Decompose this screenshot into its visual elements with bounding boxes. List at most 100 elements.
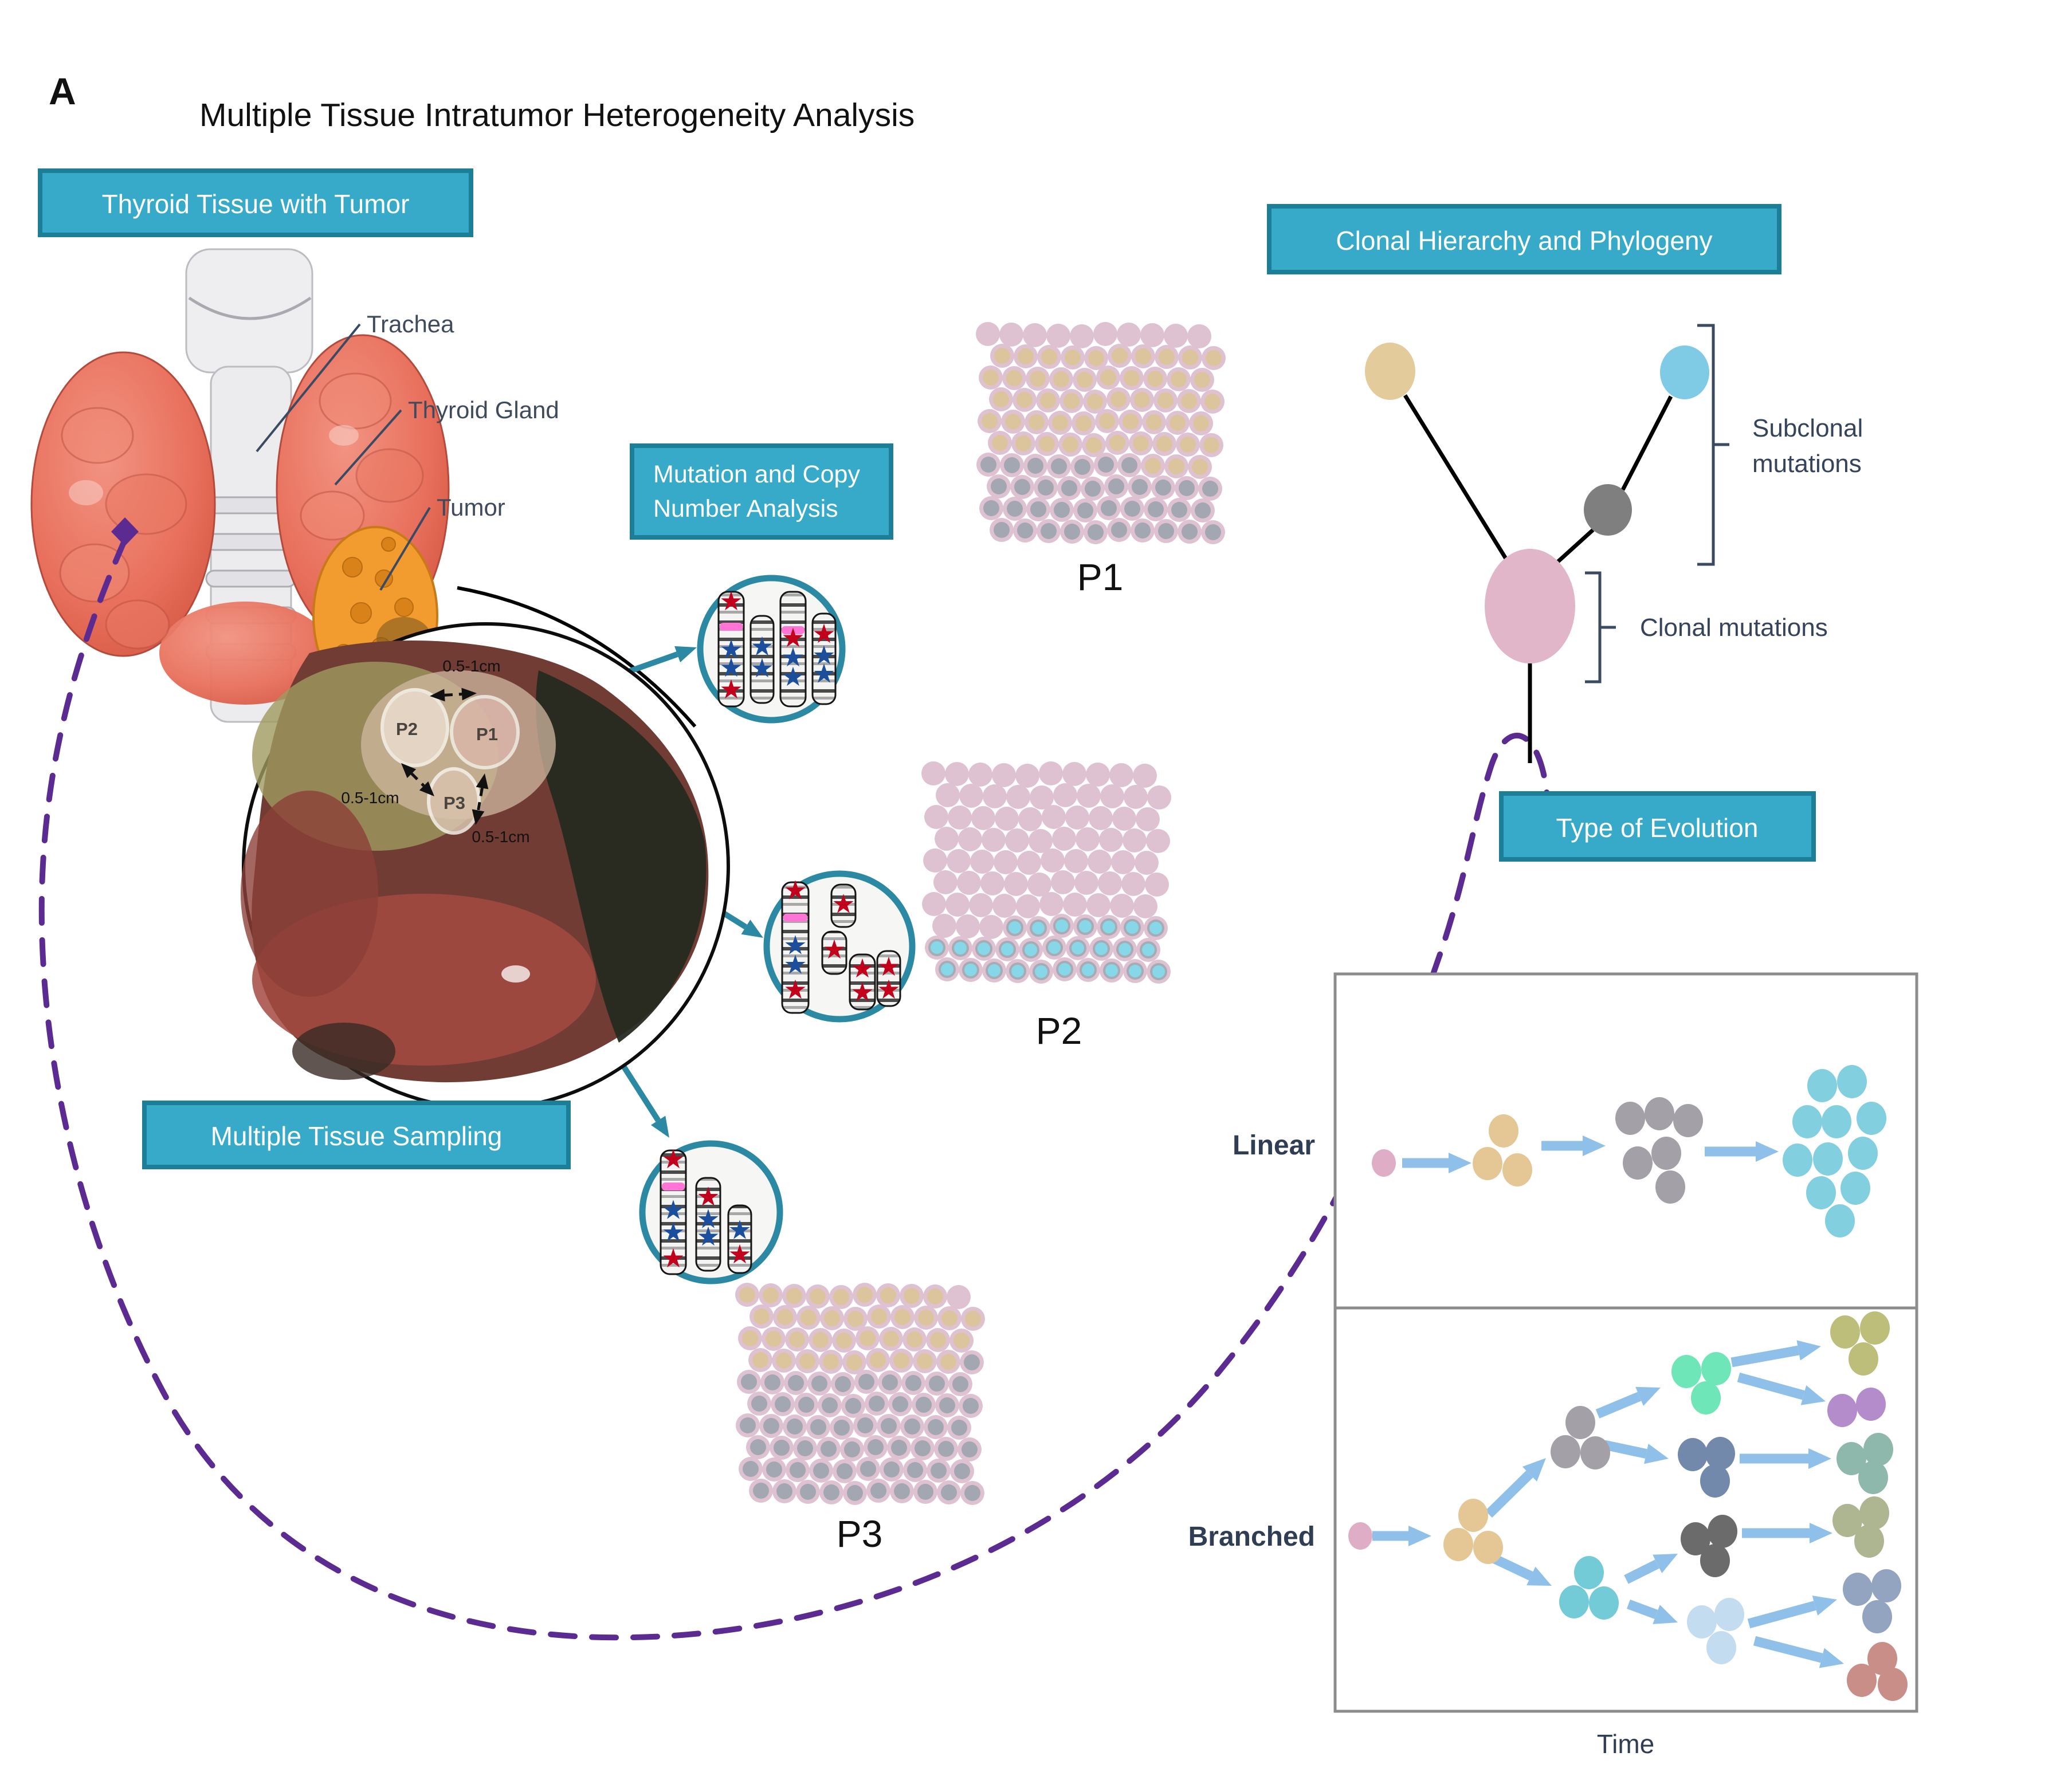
blue-mutation-star: ★ xyxy=(812,658,835,688)
cell-nucleus-tan xyxy=(871,1309,887,1325)
cell-nucleus-gray xyxy=(787,1419,803,1435)
cell-nucleus-tan xyxy=(810,1288,826,1305)
cell-membrane xyxy=(1099,828,1123,852)
cell-membrane xyxy=(1187,324,1211,348)
cell-nucleus-blue xyxy=(978,942,990,955)
linear-clone-cell-blue xyxy=(1857,1102,1886,1135)
cell-nucleus-gray xyxy=(1182,524,1198,540)
cell-nucleus-tan xyxy=(941,1310,957,1326)
branched-arrow-13 xyxy=(1753,1636,1844,1668)
branched-clone-cell-pink xyxy=(1348,1522,1372,1550)
cell-nucleus-tan xyxy=(870,1352,886,1368)
anatomy-label-lines xyxy=(256,323,431,591)
cell-nucleus-gray xyxy=(1108,478,1124,494)
blue-mutation-star: ★ xyxy=(696,1221,720,1251)
measure-arrow-2-head-b xyxy=(419,781,434,796)
cell-nucleus-gray xyxy=(837,1463,853,1479)
cell-nucleus-tan xyxy=(927,1288,943,1305)
cell-membrane xyxy=(1039,892,1064,916)
tumor-label: Tumor xyxy=(437,494,505,521)
branched-clone-cell-darkgray xyxy=(1708,1515,1737,1548)
cell-nucleus-gray xyxy=(751,1396,767,1412)
red-mutation-star: ★ xyxy=(781,623,805,653)
linear-clone-cell-blue xyxy=(1841,1172,1870,1205)
larynx-notch xyxy=(188,296,312,320)
cell-nucleus-tan xyxy=(930,1332,946,1348)
chromosome-circle-3: ★★★★★★★★★ xyxy=(639,1140,783,1284)
branched-clone-cell-tan xyxy=(1443,1528,1473,1561)
specimen-inset: P2 P1 P3 0.5-1cm 0.5-1cm 0.5-1cm xyxy=(241,622,730,1110)
cell-nucleus-tan xyxy=(800,1310,817,1326)
branched-clone-cell-paleblue xyxy=(1687,1605,1717,1639)
cell-nucleus-tan xyxy=(965,1311,981,1327)
branched-clone-cell-bluegray xyxy=(1862,1600,1892,1633)
cell-membrane xyxy=(945,762,969,786)
cell-nucleus-gray xyxy=(1205,524,1221,540)
chromosome-1: ★★★★ xyxy=(781,875,810,1014)
mutation-analysis-box xyxy=(630,443,893,540)
cell-nucleus-blue xyxy=(1105,964,1118,977)
cell-nucleus-tan xyxy=(1123,414,1139,430)
cell-nucleus-tan xyxy=(1147,371,1163,387)
cell-membrane xyxy=(1023,323,1047,347)
cell-membrane xyxy=(1112,807,1136,831)
cell-nucleus-tan xyxy=(883,1331,899,1347)
cell-nucleus-gray xyxy=(1004,457,1020,473)
cell-nucleus-gray xyxy=(991,478,1007,494)
cell-nucleus-gray xyxy=(916,1397,932,1413)
branched-arrow-2-shaft xyxy=(1485,1470,1533,1518)
cell-membrane xyxy=(1004,872,1028,896)
cell-membrane xyxy=(1098,871,1122,895)
clone-pink xyxy=(1485,549,1575,663)
cell-nucleus-tan xyxy=(1064,393,1080,409)
red-mutation-star: ★ xyxy=(831,889,855,918)
blue-mutation-star: ★ xyxy=(781,642,805,672)
thyroid-anatomy-illustration xyxy=(30,248,450,723)
cell-nucleus-gray xyxy=(764,1374,780,1390)
cell-membrane xyxy=(1017,851,1041,875)
cell-nucleus-gray xyxy=(1155,480,1171,496)
chromosome-body xyxy=(830,883,857,928)
cell-nucleus-blue xyxy=(1035,965,1047,978)
cell-nucleus-gray xyxy=(1051,458,1067,474)
branched-clone-cell-bluegray xyxy=(1871,1569,1901,1602)
cell-nucleus-gray xyxy=(939,1397,955,1413)
cell-grid-p1: P1 xyxy=(976,322,1226,598)
chromosome-2: ★★ xyxy=(749,615,775,704)
cell-membrane xyxy=(1018,807,1042,831)
linear-clone-cell-gray xyxy=(1615,1102,1645,1135)
cell-nucleus-gray xyxy=(800,1484,816,1500)
cell-membrane xyxy=(922,892,946,916)
branched-arrow-10 xyxy=(1742,1523,1832,1543)
cell-nucleus-blue xyxy=(954,942,967,954)
cell-nucleus-gray xyxy=(870,1483,886,1499)
branched-clone-cell-gray xyxy=(1551,1435,1580,1468)
measure-arrow-2-head-a xyxy=(401,763,417,779)
cell-membrane xyxy=(1027,873,1051,897)
tumor-specimen-photo xyxy=(241,640,709,1083)
cell-nucleus-gray xyxy=(1054,502,1070,518)
cell-membrane xyxy=(976,322,1000,346)
branched-clone-cell-mint xyxy=(1671,1355,1701,1388)
cell-membrane xyxy=(1135,851,1159,875)
distance-label-left: 0.5-1cm xyxy=(341,789,399,807)
branched-clone-cell-salmon xyxy=(1878,1668,1908,1701)
blue-mutation-star: ★ xyxy=(728,1215,751,1244)
cell-membrane xyxy=(1164,324,1188,348)
cell-nucleus-tan xyxy=(1041,349,1057,365)
sample-spot-p2 xyxy=(380,688,449,767)
cell-nucleus-tan xyxy=(1039,436,1055,452)
sample-spot-p2-label: P2 xyxy=(396,719,418,739)
cell-membrane xyxy=(1147,785,1171,810)
cell-membrane xyxy=(1042,805,1066,829)
cell-nucleus-gray xyxy=(845,1398,861,1414)
cell-nucleus-blue xyxy=(1058,963,1071,976)
cell-membrane xyxy=(956,914,980,938)
cell-membrane xyxy=(1100,784,1124,808)
measure-arrow-2-shaft xyxy=(410,772,425,787)
branched-clone-cell-olive xyxy=(1832,1504,1862,1537)
cell-nucleus-gray xyxy=(941,1484,957,1500)
blue-mutation-star: ★ xyxy=(696,1204,720,1233)
chromosome-3: ★★ xyxy=(727,1204,752,1274)
branched-arrow-7-shaft xyxy=(1737,1372,1805,1400)
